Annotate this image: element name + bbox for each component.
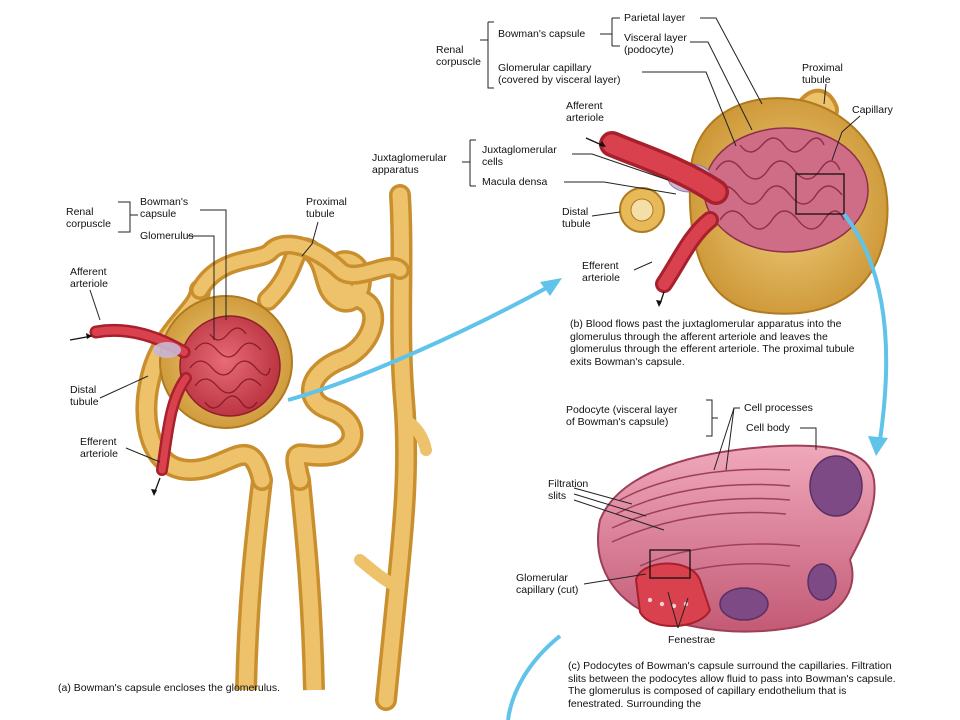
caption-c-text: Podocytes of Bowman's capsule surround t… <box>568 660 896 710</box>
label-juxtaglomerular-apparatus: Juxtaglomerular apparatus <box>372 152 447 176</box>
label-fenestrae: Fenestrae <box>668 634 716 646</box>
label-proximal-tubule-a: Proximal tubule <box>306 196 347 220</box>
cell-body-nucleus <box>809 455 863 517</box>
label-parietal-layer: Parietal layer <box>624 12 686 24</box>
caption-a-text: Bowman's capsule encloses the glomerulus… <box>73 682 281 694</box>
label-macula-densa: Macula densa <box>482 176 548 188</box>
capillary-zoom-box <box>795 173 845 215</box>
caption-a-tag: (a) <box>58 682 71 694</box>
label-afferent-arteriole-a: Afferent arteriole <box>70 266 108 290</box>
label-distal-tubule-a: Distal tubule <box>70 384 99 408</box>
podocyte-illustration <box>506 399 876 720</box>
nephron-illustration <box>69 184 432 711</box>
label-renal-corpuscle-a: Renal corpuscle <box>66 206 111 230</box>
caption-c: (c) Podocytes of Bowman's capsule surrou… <box>568 660 900 710</box>
caption-b-text: Blood flows past the juxtaglomerular app… <box>570 318 855 368</box>
caption-a: (a) Bowman's capsule encloses the glomer… <box>58 682 378 695</box>
renal-corpuscle-illustration <box>462 17 889 315</box>
label-distal-tubule-b: Distal tubule <box>562 206 591 230</box>
label-glomerular-capillary-b: Glomerular capillary (covered by viscera… <box>498 62 621 86</box>
caption-b: (b) Blood flows past the juxtaglomerular… <box>570 318 870 368</box>
label-filtration-slits: Filtration slits <box>548 478 589 502</box>
label-glomerulus-a: Glomerulus <box>140 230 194 242</box>
glomerulus-a <box>179 315 281 417</box>
label-cell-processes: Cell processes <box>744 402 813 414</box>
label-bowmans-capsule-a: Bowman's capsule <box>140 196 189 220</box>
glomerular-capillary-cut <box>634 562 712 627</box>
caption-b-tag: (b) <box>570 318 583 330</box>
label-bowmans-capsule-b: Bowman's capsule <box>498 28 586 40</box>
capillary-cut-box <box>649 549 691 579</box>
label-proximal-tubule-b: Proximal tubule <box>802 62 843 86</box>
label-cell-body: Cell body <box>746 422 790 434</box>
zoom-arrow-a-to-b <box>287 278 562 402</box>
foot-processes <box>611 468 801 585</box>
label-juxtaglomerular-cells: Juxtaglomerular cells <box>482 144 557 168</box>
label-efferent-arteriole-a: Efferent arteriole <box>80 436 118 460</box>
label-visceral-layer: Visceral layer (podocyte) <box>624 32 687 56</box>
label-renal-corpuscle-b: Renal corpuscle <box>436 44 481 68</box>
caption-c-tag: (c) <box>568 660 581 672</box>
label-glomerular-capillary-cut: Glomerular capillary (cut) <box>516 572 579 596</box>
label-capillary-b: Capillary <box>852 104 893 116</box>
label-podocyte: Podocyte (visceral layer of Bowman's cap… <box>566 404 678 428</box>
label-efferent-arteriole-b: Efferent arteriole <box>582 260 620 284</box>
label-afferent-arteriole-b: Afferent arteriole <box>566 100 604 124</box>
zoom-arrow-b-to-c <box>842 212 889 456</box>
